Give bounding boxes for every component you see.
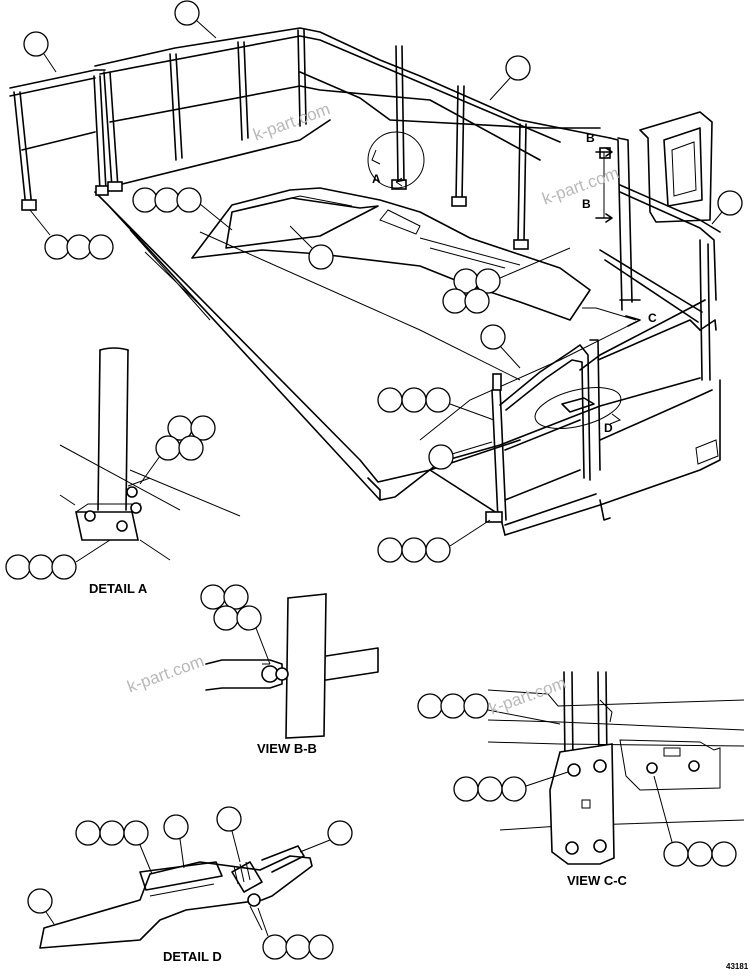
section-a-indicator <box>367 131 425 189</box>
section-mark-a: A <box>372 172 381 186</box>
caption-detail-a: DETAIL A <box>89 581 148 596</box>
callout-bubbles <box>5 0 743 960</box>
section-mark-b-lower: B <box>582 197 591 211</box>
left-handrail <box>9 69 109 211</box>
section-b-arrows <box>595 147 613 223</box>
section-d-indicator <box>534 387 622 429</box>
section-mark-c: C <box>648 311 657 325</box>
caption-view-cc: VIEW C-C <box>567 873 627 888</box>
door-panel <box>599 111 713 223</box>
caption-view-bb: VIEW B-B <box>257 741 317 756</box>
view-cc-drawing <box>487 671 745 865</box>
caption-detail-d: DETAIL D <box>163 949 222 964</box>
right-handrail <box>579 137 721 381</box>
front-gate <box>485 319 721 536</box>
deck-opening <box>191 187 591 321</box>
detail-a-drawing <box>59 347 241 561</box>
detail-d-drawing <box>39 845 313 949</box>
view-bb-drawing <box>205 593 379 739</box>
rear-handrail <box>94 27 611 250</box>
section-mark-d: D <box>604 421 613 435</box>
section-c-arrow <box>582 307 641 327</box>
section-mark-b-upper: B <box>586 131 595 145</box>
figure-number: 43181 <box>726 962 749 971</box>
